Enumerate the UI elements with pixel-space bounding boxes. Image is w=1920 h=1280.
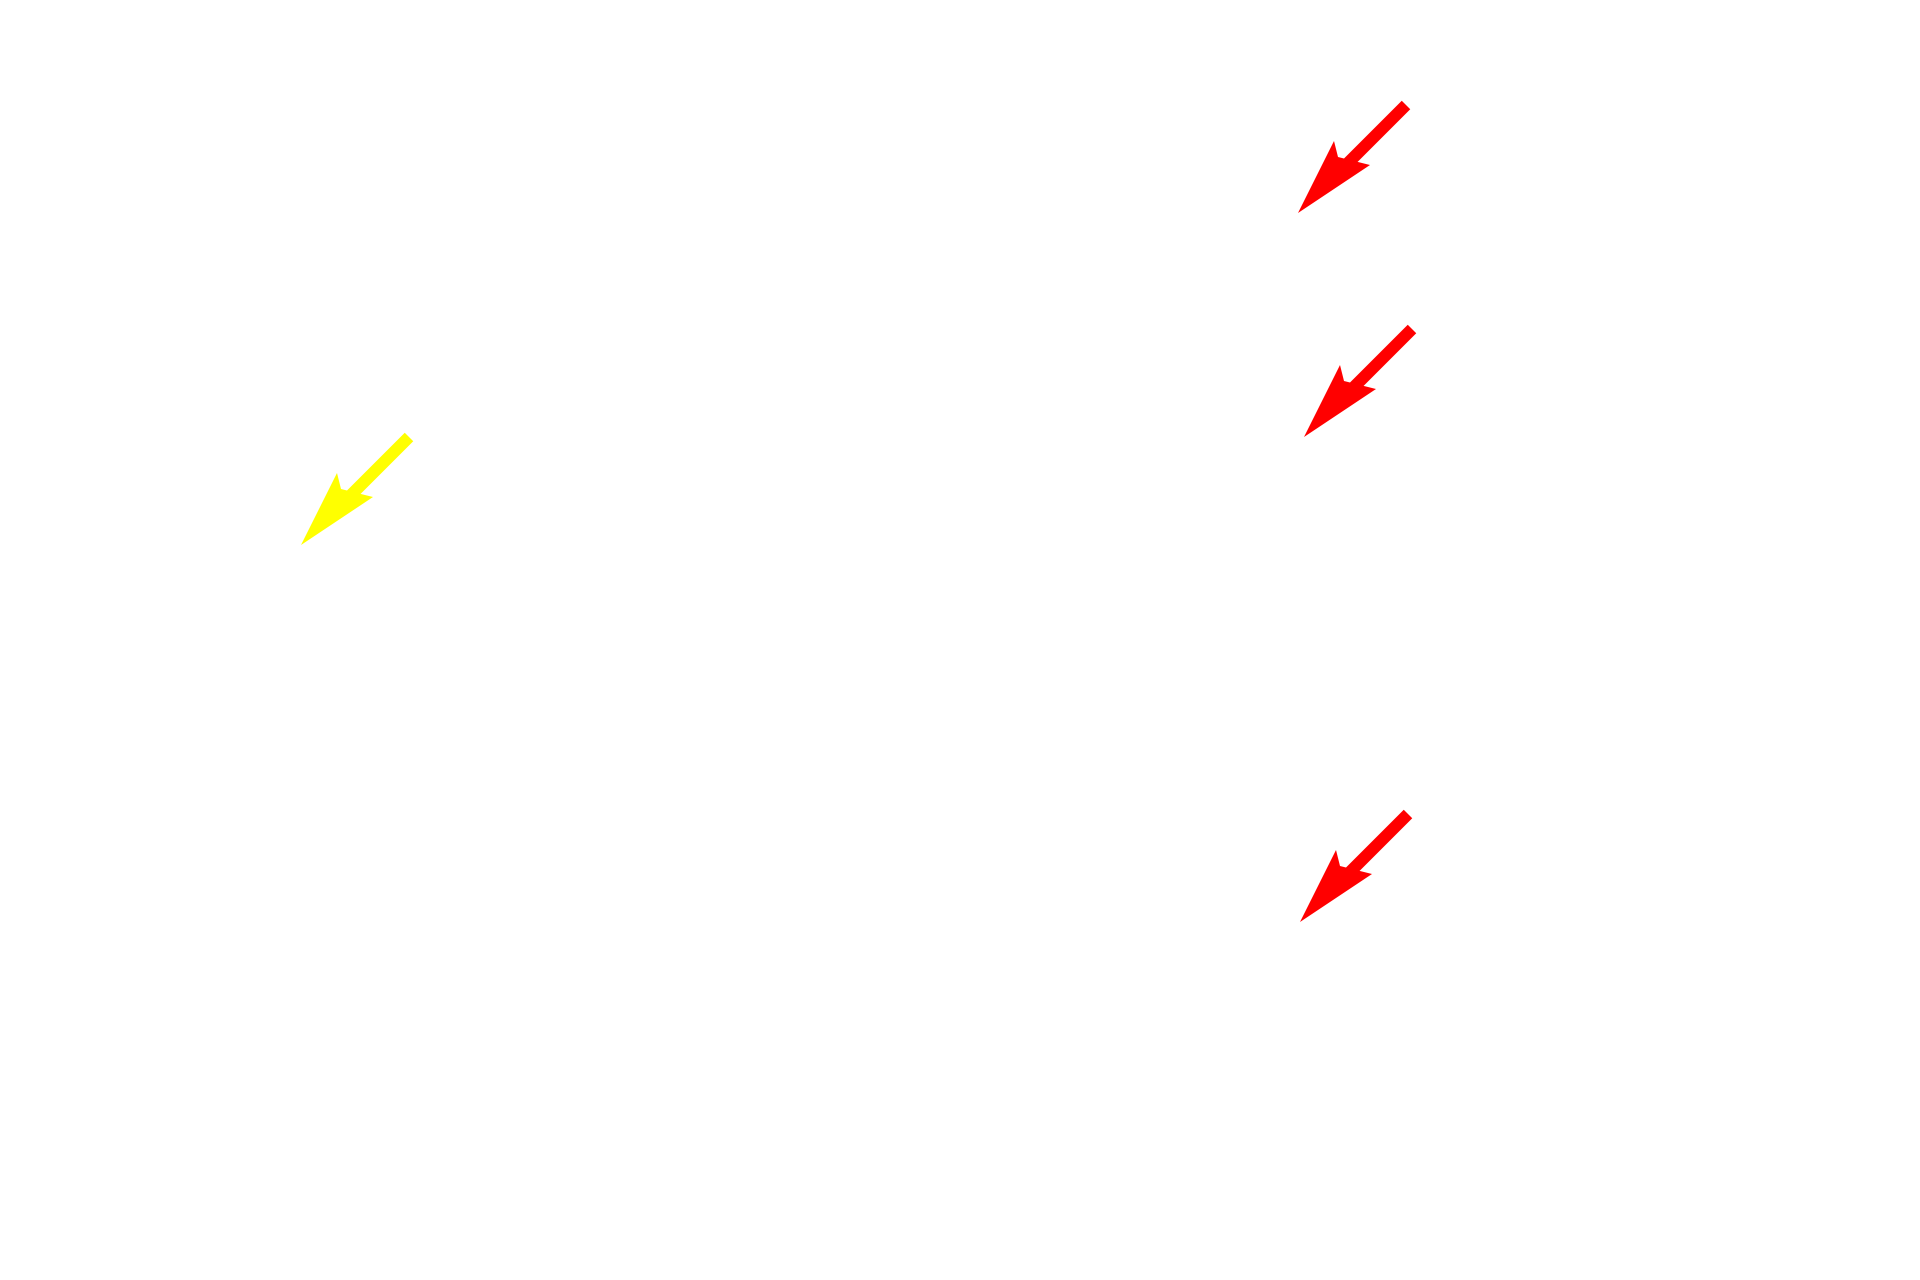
red-pointer-arrow-top [1298, 99, 1418, 219]
arrow-down-left-icon [301, 432, 414, 545]
arrow-shaft [338, 432, 414, 508]
arrow-head [1298, 141, 1370, 213]
arrow-down-left-icon [1304, 324, 1417, 437]
arrow-shaft [1335, 100, 1411, 176]
red-pointer-arrow-bottom [1300, 808, 1420, 928]
arrow-head [1304, 365, 1376, 437]
red-pointer-arrow-middle [1304, 323, 1424, 443]
yellow-pointer-arrow [301, 431, 421, 551]
arrow-head [301, 473, 373, 545]
arrow-shaft [1337, 809, 1413, 885]
arrow-shaft [1341, 324, 1417, 400]
arrow-down-left-icon [1298, 100, 1411, 213]
arrow-down-left-icon [1300, 809, 1413, 922]
arrow-head [1300, 850, 1372, 922]
